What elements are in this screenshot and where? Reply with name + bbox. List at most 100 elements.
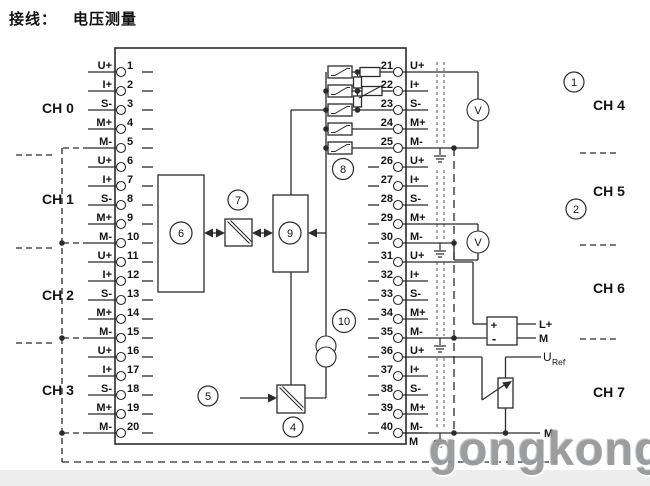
- ch6-transmitter-circuit: +-L+M: [428, 261, 552, 346]
- terminal-circle: [392, 104, 404, 116]
- callout-number: 9: [287, 228, 293, 240]
- uref-label: U: [543, 350, 552, 364]
- callout-7: 7: [227, 189, 249, 211]
- terminal-circle: [392, 408, 404, 420]
- junction-dot: [354, 69, 361, 75]
- terminal-label: I+: [410, 79, 419, 91]
- callout-4: 4: [282, 416, 304, 438]
- terminal-row: S-13: [88, 288, 153, 306]
- callout-10: 10: [331, 308, 357, 334]
- terminal-number: 5: [127, 136, 133, 148]
- page-title: 接线：电压测量: [9, 8, 137, 29]
- callout-circle: [282, 416, 304, 438]
- terminal-label: S-: [410, 383, 421, 395]
- arrowhead: [308, 228, 317, 238]
- callout-number: 1: [571, 77, 577, 89]
- terminal-number: 21: [381, 60, 393, 72]
- arrowhead: [252, 228, 261, 238]
- terminal-number: 40: [381, 421, 393, 433]
- terminal-label: S-: [101, 98, 112, 110]
- terminal-row: U+6: [88, 155, 153, 173]
- callout-circle: [197, 385, 219, 407]
- terminal-row: M+4: [88, 117, 153, 135]
- callout-number: 8: [340, 164, 346, 176]
- relay-contact-box: [327, 122, 353, 136]
- terminal-circle: [392, 427, 404, 439]
- junction-dot: [59, 240, 65, 246]
- title-text: 电压测量: [73, 11, 138, 28]
- terminal-number: 16: [127, 345, 139, 357]
- junction-dot: [354, 107, 361, 113]
- terminal-number: 2: [127, 79, 133, 91]
- terminal-label: U+: [98, 345, 112, 357]
- terminal-number: 15: [127, 326, 139, 338]
- terminal-circle: [115, 256, 127, 268]
- isolation-diagonal: [230, 220, 252, 242]
- junction-dot: [354, 88, 361, 94]
- terminal-row: S-8: [88, 193, 153, 211]
- terminal-number: 12: [127, 269, 139, 281]
- relay-contact-glyph: [331, 125, 350, 133]
- callout-6: 6: [169, 221, 193, 245]
- arrowhead: [216, 228, 225, 238]
- terminal-number: 10: [127, 231, 139, 243]
- terminal-circle: [392, 180, 404, 192]
- terminal-circle: [392, 256, 404, 268]
- terminal-number: 18: [127, 383, 139, 395]
- watermark: gongkong: [429, 422, 650, 475]
- isolation-diagonal: [282, 386, 304, 408]
- terminal-circle: [392, 351, 404, 363]
- relay-contact-glyph: [331, 144, 350, 152]
- terminal-circle: [115, 351, 127, 363]
- series-resistor: [359, 66, 381, 78]
- terminal-circle: [392, 389, 404, 401]
- module-m-terminal-label: M: [409, 436, 418, 448]
- callout-number: 10: [338, 316, 350, 328]
- channel-label-left: CH 1: [42, 191, 74, 207]
- voltmeter-letter: V: [474, 237, 482, 249]
- callout-number: 7: [235, 195, 241, 207]
- component-4-box: [276, 384, 306, 414]
- terminal-label: I+: [103, 174, 112, 186]
- relay-contact-glyph: [331, 87, 350, 95]
- terminal-label: I+: [410, 269, 419, 281]
- transmitter-minus: -: [492, 331, 496, 346]
- left-ground-rail: [59, 147, 558, 463]
- channel-label-left: CH 2: [42, 287, 74, 303]
- terminal-label: U+: [98, 250, 112, 262]
- callout-number: 2: [573, 204, 579, 216]
- channel-labels: CH 0CH 1CH 2CH 3CH 4CH 5CH 6CH 712: [16, 71, 625, 400]
- terminal-row: M-5: [88, 136, 153, 154]
- wiper-arrowhead: [502, 381, 512, 390]
- terminal-row: U+ 16: [88, 345, 153, 363]
- terminal-label: M-: [410, 136, 423, 148]
- terminal-row: I+2: [88, 79, 153, 97]
- terminal-circle: [115, 427, 127, 439]
- terminal-number: 17: [127, 364, 139, 376]
- ground-symbol: [434, 433, 446, 448]
- terminal-row: M+19: [88, 402, 153, 420]
- relay-contact-box: [327, 103, 353, 117]
- terminal-circle: [115, 275, 127, 287]
- terminal-number: 25: [381, 136, 393, 148]
- terminal-circle: [392, 218, 404, 230]
- component-6-box: [157, 174, 205, 293]
- terminal-number: 19: [127, 402, 139, 414]
- terminal-circle: [392, 275, 404, 287]
- callout-circle: [227, 189, 249, 211]
- relay-contact-box: [327, 141, 353, 155]
- terminal-circle: [392, 237, 404, 249]
- terminal-circle: [115, 66, 127, 78]
- terminal-number: 4: [127, 117, 134, 129]
